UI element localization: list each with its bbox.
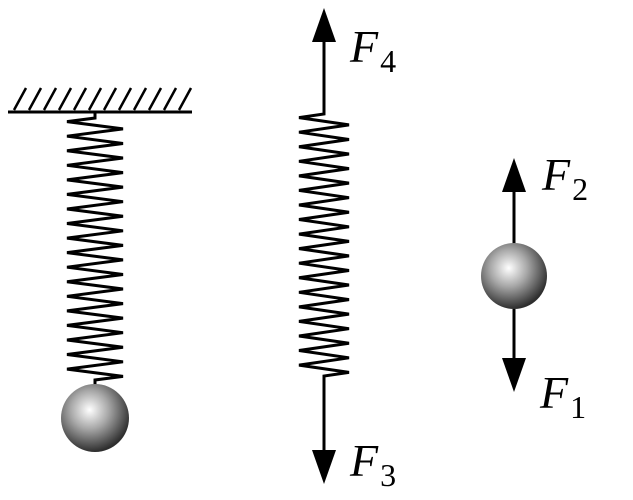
ball-forces-panel: F2 F1 [481,149,588,425]
ball-icon [61,384,129,452]
ceiling-hatch-icon [8,87,193,114]
ceiling-hatch-mark [102,87,118,111]
spring-icon [298,108,350,382]
ceiling-hatch-mark [147,87,163,111]
arrow-up-icon [502,158,526,245]
ceiling-hatch-mark [177,87,193,111]
arrow-down-icon [502,309,526,392]
arrow-down-icon [312,378,336,484]
ceiling-hatch-mark [132,87,148,111]
ball-icon [481,243,547,309]
ceiling-hatch-mark [117,87,133,111]
ceiling-hatch-mark [42,87,58,111]
ceiling-hatch-mark [87,87,103,111]
force-label-f3: F3 [349,435,396,493]
ceiling-hatch-mark [162,87,178,111]
ceiling-hatch-mark [12,87,28,111]
ceiling-hatch-mark [57,87,73,111]
hanging-spring-panel [8,87,193,452]
force-label-f2: F2 [541,149,588,207]
force-label-f1: F1 [539,367,586,425]
spring-icon [66,112,124,386]
ceiling-hatch-mark [27,87,43,111]
ceiling-hatch-mark [72,87,88,111]
spring-forces-panel: F4 F3 [298,8,396,493]
force-label-f4: F4 [349,21,396,79]
arrow-up-icon [312,8,336,110]
